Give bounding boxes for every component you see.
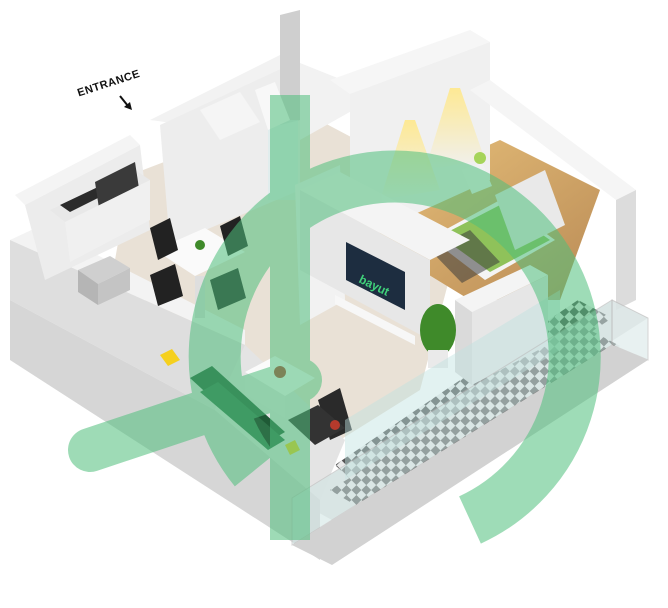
nightstand-lamp bbox=[474, 152, 486, 164]
dining-chair-3 bbox=[150, 264, 183, 306]
washer-face bbox=[78, 270, 98, 305]
plant-leaves bbox=[420, 304, 456, 356]
wardrobe-wall-top bbox=[330, 30, 490, 94]
floor-lamp-left bbox=[160, 349, 180, 366]
tv-screen bbox=[346, 242, 405, 310]
bayut-logo-watermark bbox=[68, 95, 601, 544]
watermark-arm bbox=[68, 358, 322, 472]
bedroom-right-wall-face bbox=[616, 190, 636, 310]
bedroom-side-wall-top bbox=[455, 265, 548, 312]
tv-console bbox=[335, 295, 415, 345]
bedroom-side-wall-front bbox=[472, 275, 548, 385]
armchair-pillow bbox=[330, 420, 340, 430]
vanity bbox=[200, 92, 260, 140]
plant-pot bbox=[428, 350, 448, 368]
bedroom-right-wall-top bbox=[470, 80, 636, 200]
washer-top bbox=[78, 256, 130, 284]
kitchen-cabinets bbox=[65, 180, 150, 262]
arrow-down-right-icon bbox=[119, 95, 132, 110]
bedroom-side-wall-face bbox=[455, 300, 472, 385]
dining-chair-1 bbox=[150, 218, 178, 260]
outer-wall-left-face bbox=[10, 240, 245, 410]
table-plant bbox=[195, 240, 205, 250]
watermark-ring bbox=[188, 150, 601, 544]
light-cone-2 bbox=[425, 88, 485, 170]
washer-side bbox=[98, 268, 130, 305]
kitchen-back-wall-top bbox=[15, 135, 140, 205]
dining-table bbox=[155, 228, 245, 276]
